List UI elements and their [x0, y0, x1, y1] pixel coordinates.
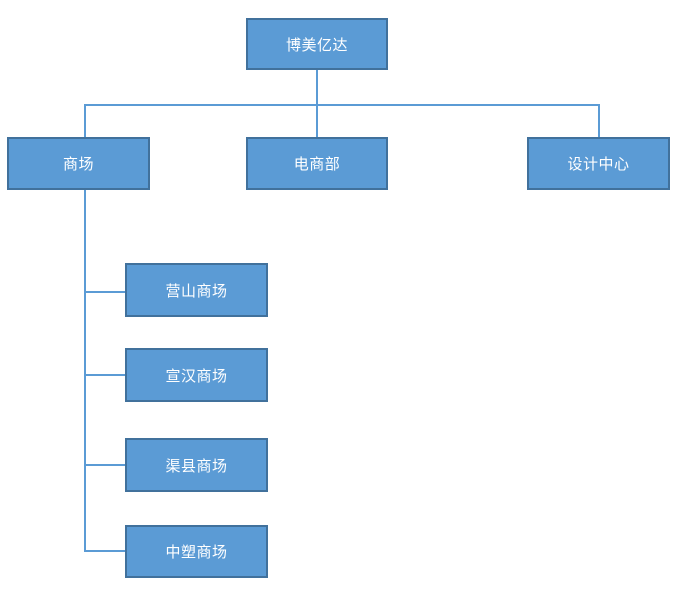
connector-branch-xuanhan [84, 374, 125, 376]
org-node-yingshan-mall[interactable]: 营山商场 [125, 263, 268, 317]
org-node-ecommerce-label: 电商部 [293, 155, 341, 173]
org-node-quxian-mall[interactable]: 渠县商场 [125, 438, 268, 492]
org-node-quxian-mall-label: 渠县商场 [165, 456, 228, 475]
org-node-zhongsu-mall[interactable]: 中塑商场 [125, 525, 268, 578]
connector-horizontal-span [84, 104, 599, 106]
org-node-design-center[interactable]: 设计中心 [527, 137, 670, 190]
org-node-mall[interactable]: 商场 [7, 137, 150, 190]
org-node-root[interactable]: 博美亿达 [246, 18, 388, 70]
connector-branch-zhongsu [84, 550, 125, 552]
connector-root-stem [316, 70, 318, 137]
org-node-yingshan-mall-label: 营山商场 [165, 281, 228, 300]
org-node-mall-label: 商场 [62, 155, 94, 173]
connector-branch-yingshan [84, 291, 125, 293]
connector-drop-design [598, 104, 600, 137]
org-node-xuanhan-mall-label: 宣汉商场 [165, 366, 228, 385]
connector-branch-quxian [84, 464, 125, 466]
org-node-xuanhan-mall[interactable]: 宣汉商场 [125, 348, 268, 402]
connector-mall-stem [84, 190, 86, 552]
org-node-design-center-label: 设计中心 [567, 155, 630, 173]
org-node-ecommerce[interactable]: 电商部 [246, 137, 388, 190]
org-node-zhongsu-mall-label: 中塑商场 [165, 543, 228, 561]
connector-drop-mall [84, 104, 86, 137]
org-node-root-label: 博美亿达 [285, 35, 348, 54]
